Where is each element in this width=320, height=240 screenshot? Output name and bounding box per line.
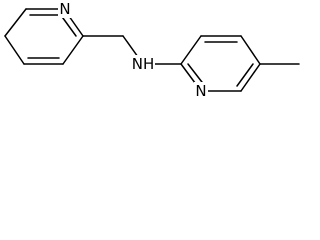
bond-lr-4 [62, 35, 84, 65]
left-pyridine-ring [4, 8, 84, 65]
bond-lr-1 [4, 8, 27, 37]
structure-diagram: N NH N [4, 0, 300, 100]
bond-rr-4-inner [236, 63, 254, 87]
bond-rr-4 [240, 63, 261, 92]
atom-nh: NH [131, 55, 155, 73]
atom-label-nh: NH [132, 55, 155, 73]
atom-n-left: N [58, 0, 72, 18]
bond-lr-2 [4, 35, 25, 65]
bond-rr-3 [240, 35, 261, 65]
atom-label-n-right: N [195, 82, 206, 100]
atom-label-n-left: N [59, 0, 70, 18]
atom-n-right: N [194, 82, 208, 100]
right-pyridine-ring [180, 35, 261, 92]
bond-rr-1 [180, 35, 202, 65]
